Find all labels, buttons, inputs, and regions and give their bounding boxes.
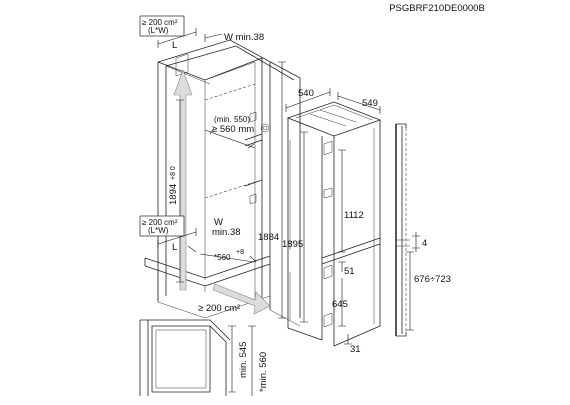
niche-min-depth: (min. 550) [214,115,250,124]
bottom-vent-area: ≥ 200 cm² [142,218,178,227]
base-offset: 31 [350,344,361,355]
top-vent-label: ≥ 200 cm² (L*W) L W min.38 [139,15,264,51]
bottom-vent-L: L [172,242,177,253]
door-range: 676÷723 [414,274,451,285]
floor-vent: ≥ 200 cm² [198,303,240,314]
appliance-width: 549 [362,98,378,109]
side-detail: min. 545 *min. 560 [139,319,269,396]
model-code: PSGBRF210DE0000B [389,3,485,14]
appliance-height-dim: 1895 [282,131,308,323]
niche-height: 1894 [168,184,179,205]
niche-height-dim: 1894 +8 0 [168,99,184,283]
cabinet-height: 1884 [258,232,279,243]
door-profile: 4 676÷723 [395,123,451,337]
cabinet-height-dim: 1884 [258,61,286,319]
niche-width: *560 [214,253,231,262]
bottom-vent-Wmin: min.38 [212,227,241,238]
circle-check-icon [260,123,270,133]
niche-drawing [144,39,301,327]
bottom-vent-label: ≥ 200 cm² (L*W) L W min.38 [139,215,241,253]
bottom-vent-lw: (L*W) [148,226,169,235]
top-vent-area: ≥ 200 cm² [142,18,178,27]
upper-door: 1112 [344,210,364,221]
door-height-dims: 1112 51 645 31 [332,149,364,355]
niche-width-dim: *560 +8 [187,245,257,263]
niche-depth: ≥ 560 mm [212,124,254,135]
niche-width-tol: +8 [236,249,244,256]
door-gap: 51 [344,266,355,277]
appliance-depth: 540 [298,88,314,99]
top-vent-lw: (L*W) [148,26,169,35]
hinge-gap: 4 [422,238,427,249]
appliance-top-dims: 540 549 [285,88,381,114]
bottom-vent-W: W [214,217,223,228]
niche-depth-label: (min. 550) ≥ 560 mm [204,115,270,149]
top-vent-L: L [172,40,177,51]
lower-door: 645 [332,299,348,310]
appliance-height: 1895 [282,239,303,250]
niche-height-tol: +8 0 [170,166,177,180]
top-vent-W: W min.38 [224,32,264,43]
side-min-560: *min. 560 [258,352,269,392]
side-min-545: min. 545 [238,342,249,378]
appliance-drawing [286,101,382,347]
